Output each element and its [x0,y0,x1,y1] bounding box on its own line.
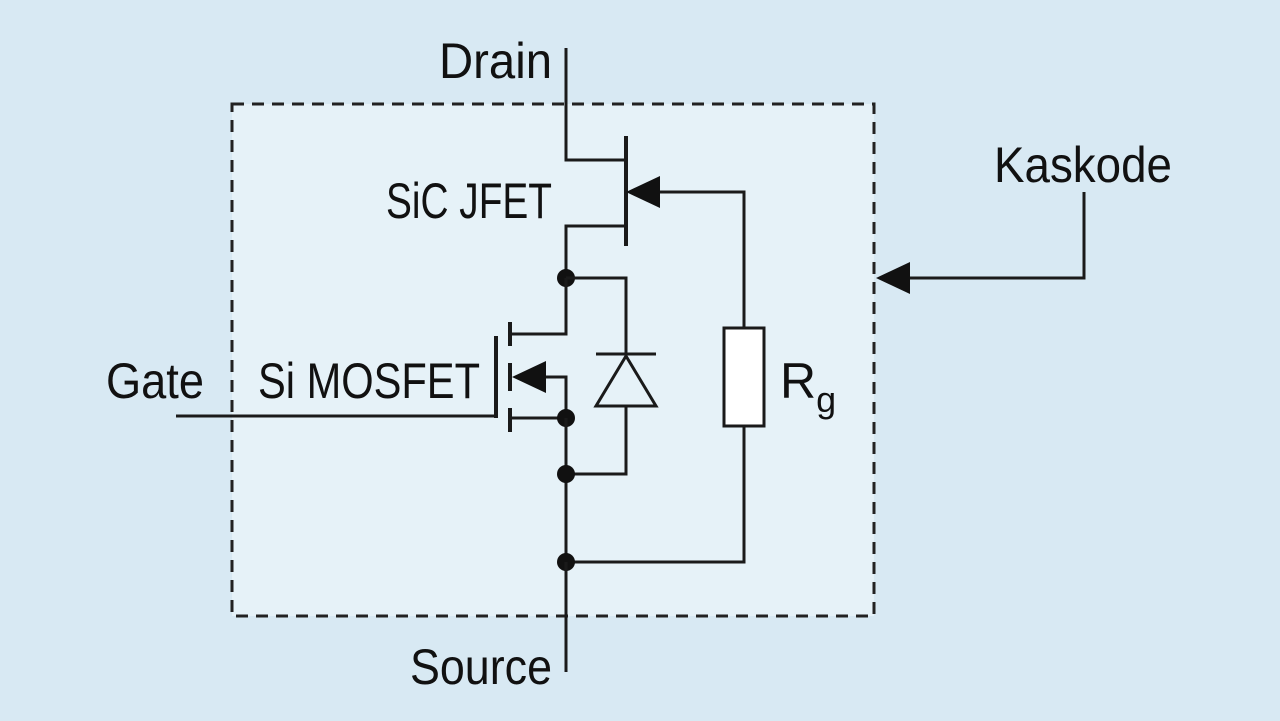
resistor-label-main: R [780,353,816,409]
kaskode-label: Kaskode [994,137,1172,193]
node-diode-anode [557,465,575,483]
drain-label: Drain [439,33,552,89]
resistor-rg [722,326,766,428]
jfet-gate-wire [660,190,746,328]
resistor-label-sub: g [816,379,836,420]
jfet-gate-arrow [626,176,660,208]
jfet-source-wire [564,224,626,278]
gate-label: Gate [106,353,204,409]
kaskode-arrow [876,262,910,294]
mosfet-body-arrow [512,361,546,393]
kaskode-pointer-wire [910,192,1086,280]
diode-bottom-wire [566,406,628,476]
kaskode-boundary [230,102,876,618]
mosfet-body-wire [546,375,568,418]
resistor-label: Rg [780,353,836,420]
diode-top-wire [566,276,628,354]
drain-wire [564,48,626,162]
source-label: Source [410,639,552,695]
jfet-label: SiC JFET [386,173,552,229]
resistor-bottom-wire [566,426,746,564]
mosfet-drain-wire [510,278,568,336]
mosfet-label: Si MOSFET [258,353,480,409]
